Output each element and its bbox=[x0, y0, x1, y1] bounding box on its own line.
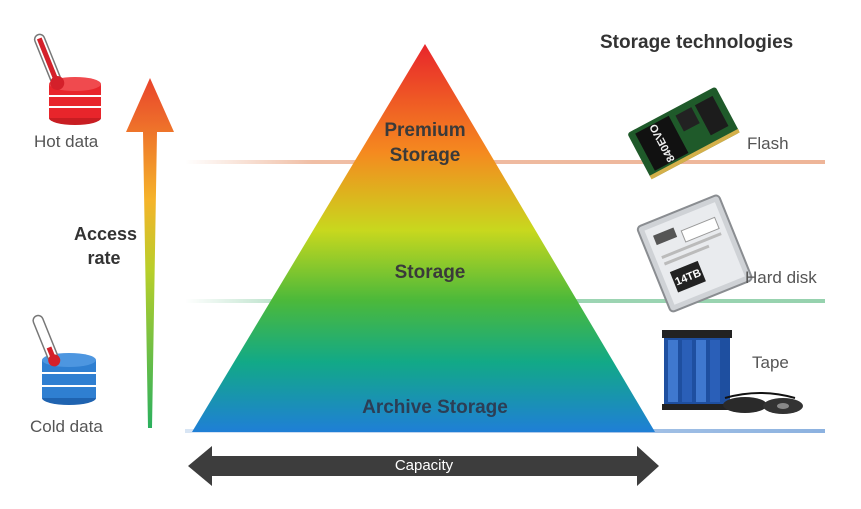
access-rate-line1: Access bbox=[74, 224, 138, 244]
access-rate-label: Access rate bbox=[74, 222, 138, 270]
capacity-label: Capacity bbox=[394, 457, 454, 474]
tier-archive-storage-label: Archive Storage bbox=[362, 397, 508, 418]
flash-tier-line bbox=[185, 160, 825, 164]
cold-data-icon bbox=[32, 314, 96, 405]
tier-premium-storage-label: Premium Storage bbox=[370, 118, 480, 168]
access-rate-arrow bbox=[126, 78, 174, 428]
tier-premium-line1: Premium bbox=[384, 120, 466, 141]
capacity-arrow bbox=[188, 446, 659, 486]
tier-storage-label: Storage bbox=[394, 262, 466, 283]
hot-data-icon bbox=[33, 33, 101, 125]
diagram-title: Storage technologies bbox=[600, 32, 794, 53]
flash-label: Flash bbox=[747, 134, 789, 153]
tape-library-image bbox=[662, 330, 803, 414]
cold-data-label: Cold data bbox=[30, 417, 103, 436]
access-rate-line2: rate bbox=[87, 248, 121, 268]
tier-premium-line2: Storage bbox=[389, 145, 461, 166]
hard-disk-label: Hard disk bbox=[745, 268, 817, 287]
hard-disk-image: 14TB bbox=[636, 194, 753, 313]
storage-pyramid bbox=[192, 44, 655, 432]
hot-data-label: Hot data bbox=[34, 132, 99, 151]
tape-label: Tape bbox=[752, 353, 789, 372]
flash-ssd-image: 840EVO bbox=[628, 87, 740, 180]
